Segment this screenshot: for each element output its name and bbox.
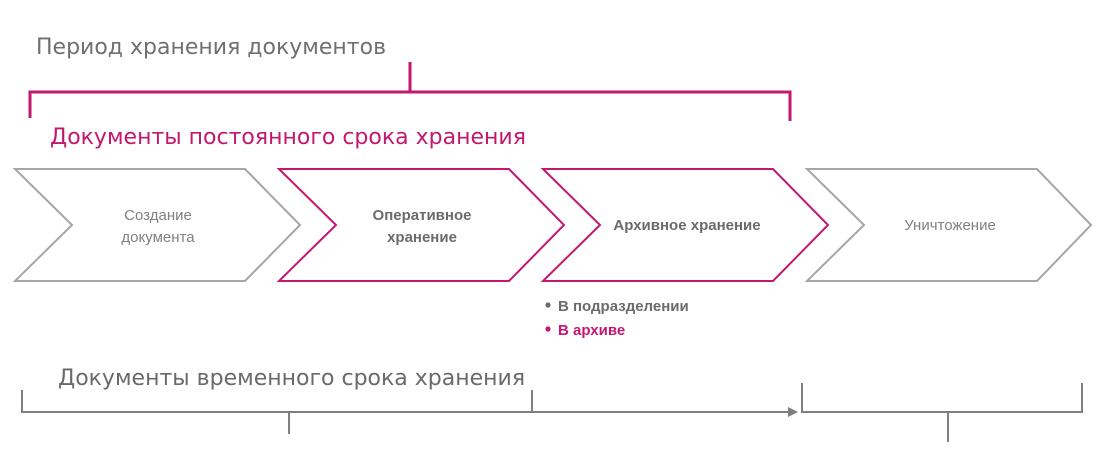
stage-creation: Создание документа <box>12 168 302 282</box>
temporary-title: Документы временного срока хранения <box>58 366 525 391</box>
archive-option-department-label: В подразделении <box>558 298 689 315</box>
archive-option-department: В подразделении <box>545 298 689 315</box>
arrow-to-destruction <box>532 407 798 417</box>
archive-options-list: В подразделении В архиве <box>545 298 689 339</box>
bullet-dot <box>545 326 551 332</box>
stage-archive-label: Архивное хранение <box>613 217 760 234</box>
destruction-bracket <box>801 383 1083 442</box>
stage-operational-label-line2: хранение <box>387 229 457 246</box>
permanent-bracket <box>28 62 792 121</box>
stage-destruction-label: Уничтожение <box>904 217 996 234</box>
storage-period-title: Период хранения документов <box>36 35 386 60</box>
temporary-bracket <box>21 390 533 434</box>
stage-operational-chevron <box>276 168 566 282</box>
permanent-title: Документы постоянного срока хранения <box>50 125 526 150</box>
stage-archive: Архивное хранение <box>540 168 830 282</box>
stage-destruction-chevron <box>804 168 1093 282</box>
stage-chevrons: Создание документа Оперативное хранение … <box>12 168 1093 282</box>
archive-option-archive-label: В архиве <box>558 322 625 339</box>
stage-creation-chevron <box>12 168 302 282</box>
stage-operational: Оперативное хранение <box>276 168 566 282</box>
stage-destruction: Уничтожение <box>804 168 1093 282</box>
stage-creation-label-line1: Создание <box>124 207 192 224</box>
stage-archive-chevron <box>540 168 830 282</box>
stage-operational-label-line1: Оперативное <box>373 207 472 224</box>
bullet-dot <box>545 302 551 308</box>
stage-creation-label-line2: документа <box>121 229 195 246</box>
archive-option-archive: В архиве <box>545 322 625 339</box>
